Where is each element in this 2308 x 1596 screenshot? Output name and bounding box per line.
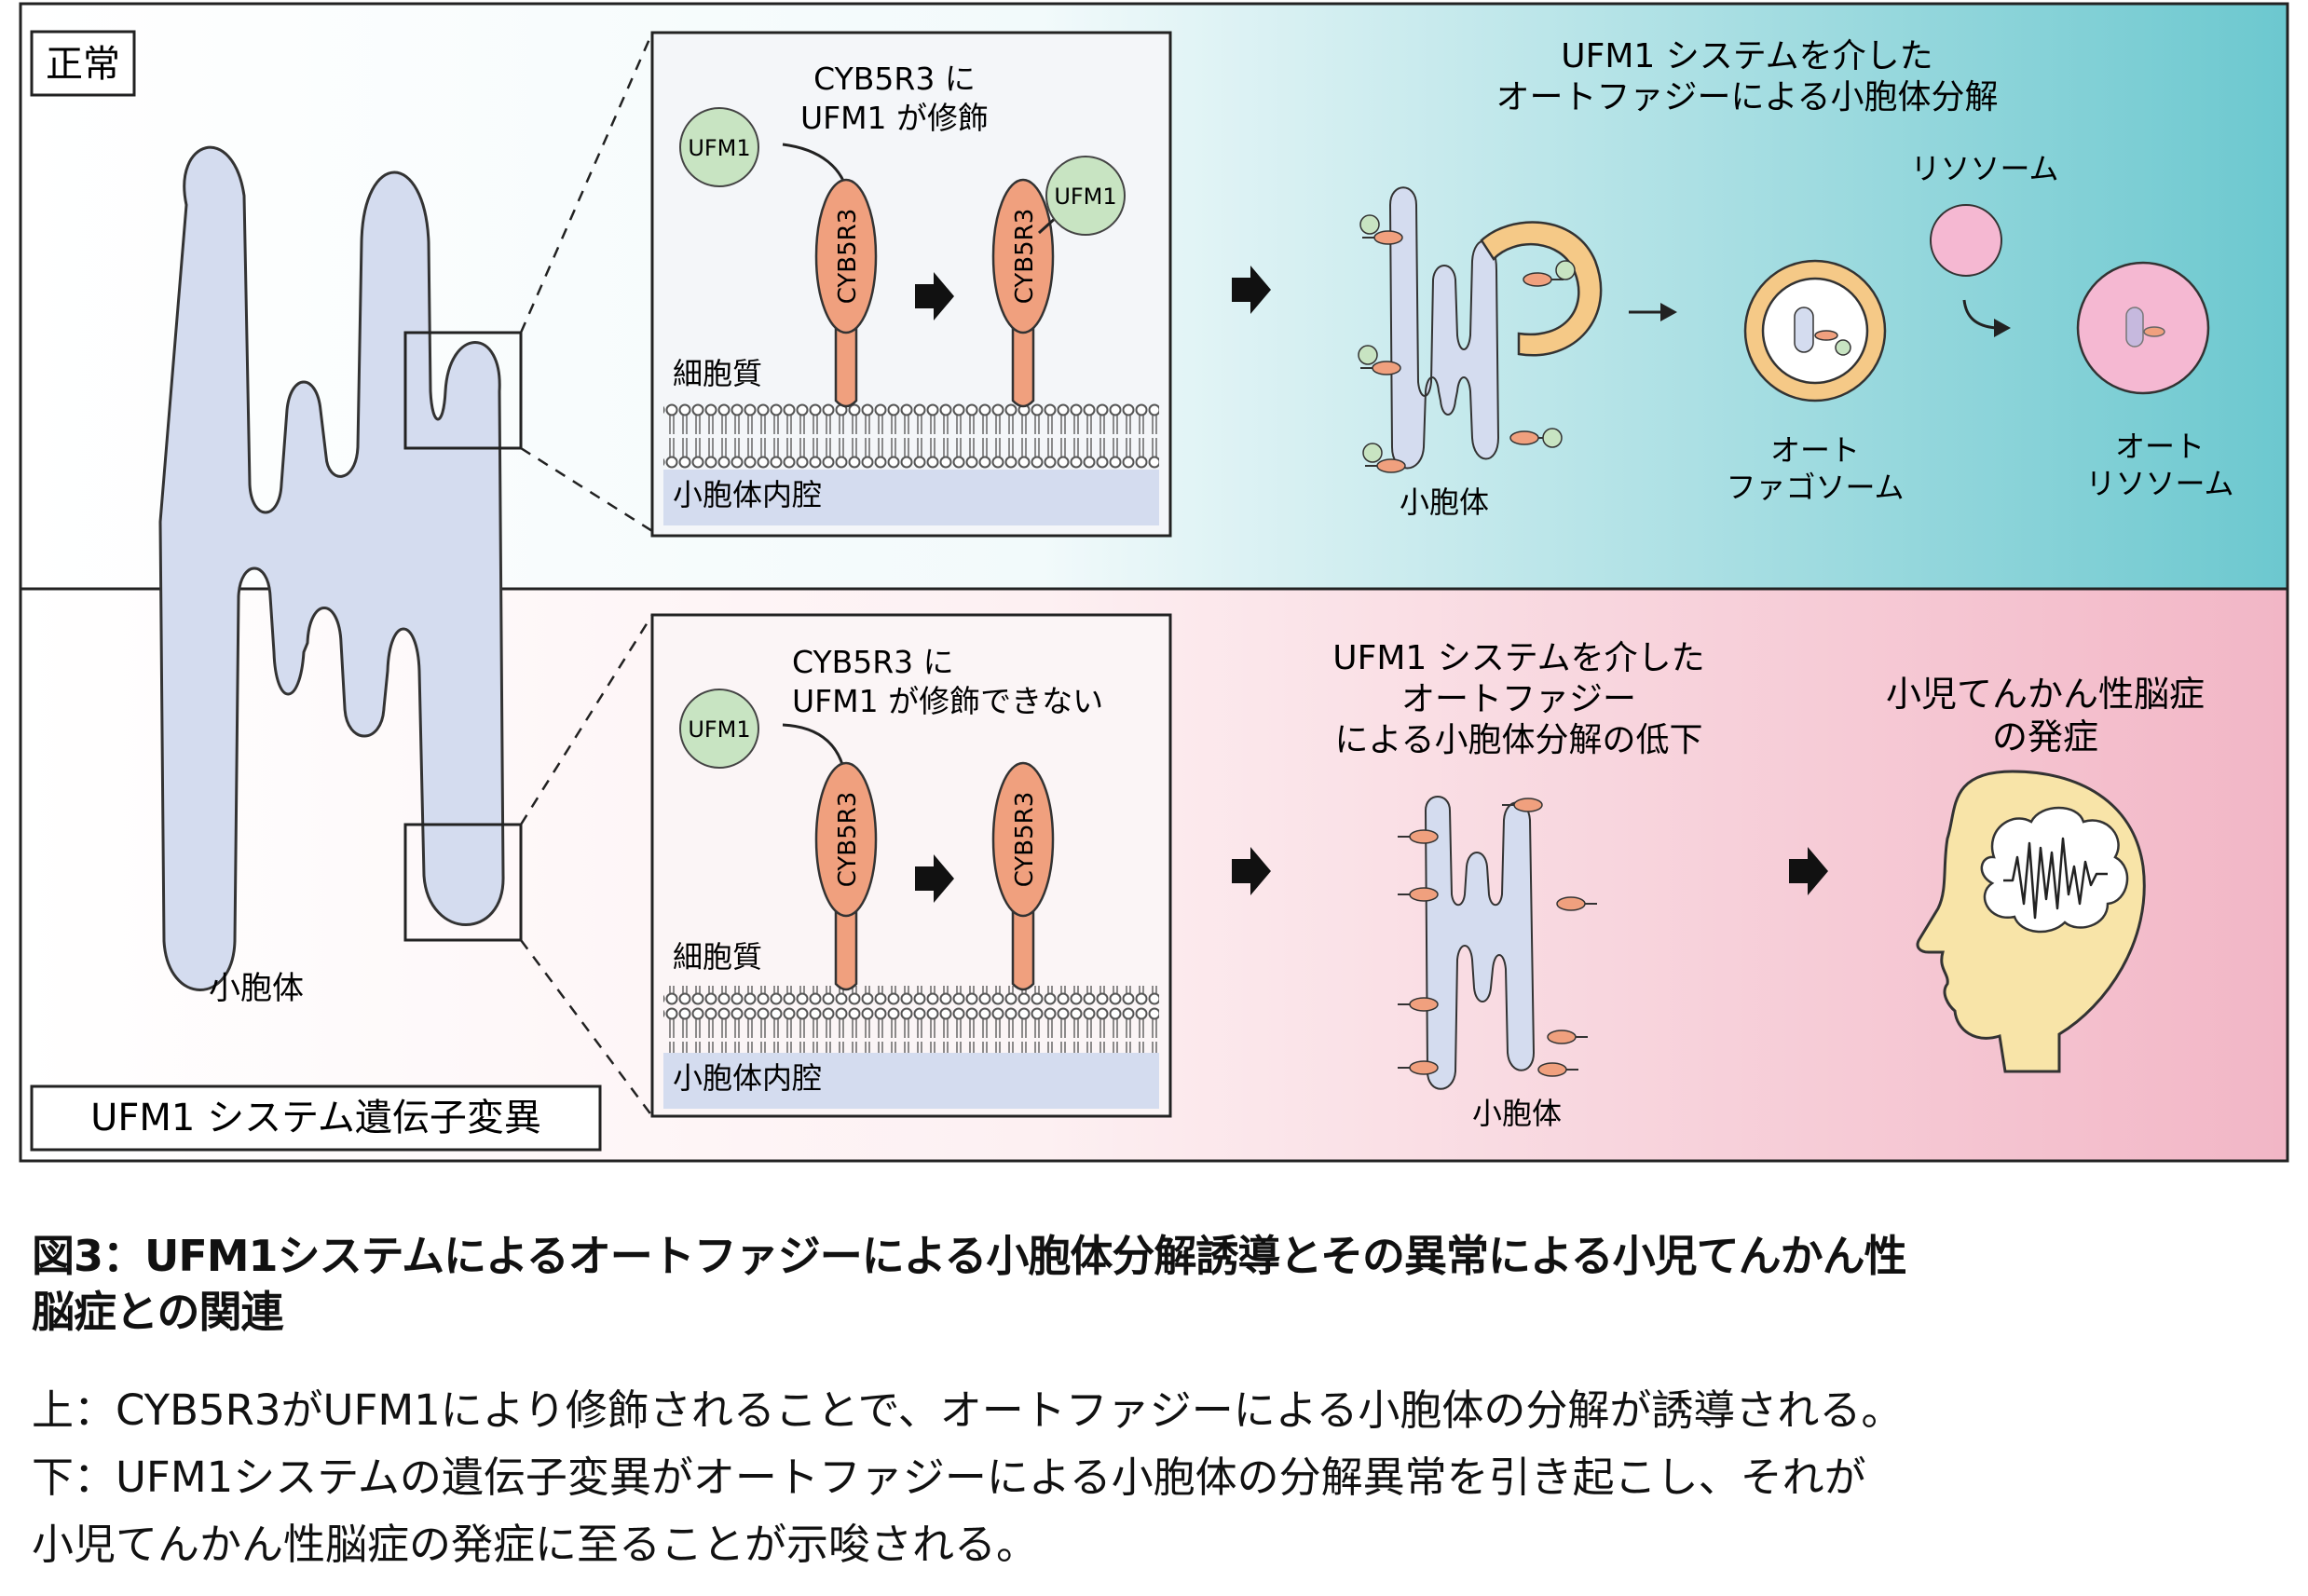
ufm1-label: UFM1	[1054, 184, 1116, 210]
autophagosome-label: ファゴソーム	[1726, 470, 1904, 505]
eeg-trace-icon	[2003, 837, 2108, 920]
caption-title-line: 脳症との関連	[32, 1287, 284, 1337]
inset-caption-line: UFM1 が修飾できない	[792, 683, 1103, 719]
inset-caption-line: CYB5R3 に	[813, 61, 976, 97]
phagophore	[1480, 221, 1603, 357]
mutation-tag: UFM1 システム遺伝子変異	[90, 1097, 541, 1139]
cyb5r3-label: CYB5R3	[834, 792, 862, 888]
normal-tag-box	[30, 30, 136, 97]
step-arrow	[915, 854, 954, 903]
caption-body-line: 小児てんかん性脳症の発症に至ることが示唆される。	[32, 1520, 1039, 1569]
process-title-line: UFM1 システムを介した	[1561, 37, 1932, 75]
disease-line: の発症	[1992, 716, 2098, 757]
ufm1-label: UFM1	[688, 716, 750, 743]
normal-tag: 正常	[46, 43, 120, 86]
ufm1-label: UFM1	[688, 135, 750, 161]
autolysosome-label: リソソーム	[2085, 466, 2233, 501]
lumen-label: 小胞体内腔	[673, 477, 822, 512]
autophagosome-label: オート	[1770, 432, 1860, 468]
step-arrow	[915, 272, 954, 321]
top-inset: 細胞質 小胞体内腔 CYB5R3 に UFM1 が修飾 UFM1 CYB5R3 …	[650, 31, 1172, 538]
disease-line: 小児てんかん性脳症	[1886, 674, 2205, 715]
zoom-line	[519, 32, 654, 334]
step-arrow	[1232, 847, 1271, 895]
membrane	[663, 402, 1159, 470]
step-arrow	[1789, 847, 1828, 895]
figure-caption-body: 上：CYB5R3がUFM1により修飾されることで、オートファジーによる小胞体の分…	[32, 1377, 2277, 1578]
lysosome	[1930, 204, 2002, 277]
step-arrow	[1232, 266, 1271, 314]
cytoplasm-label: 細胞質	[673, 356, 762, 391]
ufm1-circle	[1045, 156, 1126, 236]
process-title-line: オートファジー	[1401, 680, 1636, 718]
lumen-band	[663, 1053, 1159, 1109]
lumen-band	[663, 470, 1159, 525]
er-label: 小胞体	[1400, 484, 1489, 520]
lumen-label: 小胞体内腔	[673, 1060, 822, 1096]
bottom-inset: 細胞質 小胞体内腔 CYB5R3 に UFM1 が修飾できない UFM1 CYB…	[650, 613, 1172, 1118]
zoom-box-bottom	[403, 823, 523, 942]
autolysosome-label: オート	[2115, 429, 2205, 464]
er-small-shape	[1388, 186, 1500, 470]
er-large-shape	[158, 145, 505, 991]
mutation-tag-box	[30, 1084, 602, 1152]
zoom-line	[520, 446, 653, 533]
cyb5r3-label: CYB5R3	[1011, 792, 1039, 888]
cyb5r3-label: CYB5R3	[1011, 209, 1039, 305]
er-small-shape	[1424, 796, 1536, 1090]
zoom-line	[519, 939, 654, 1117]
inset-caption-line: CYB5R3 に	[792, 644, 954, 680]
process-title-line: オートファジーによる小胞体分解	[1496, 78, 1999, 116]
zoom-box-top	[403, 331, 523, 450]
figure-frame	[19, 2, 2289, 1163]
caption-body-line: 上：CYB5R3がUFM1により修飾されることで、オートファジーによる小胞体の分…	[32, 1385, 1904, 1435]
er-label: 小胞体	[1472, 1096, 1562, 1131]
lysosome-label: リソソーム	[1910, 151, 2058, 186]
er-large-label: 小胞体	[209, 970, 304, 1007]
process-title-line: による小胞体分解の低下	[1335, 721, 1703, 759]
cytoplasm-label: 細胞質	[673, 939, 762, 975]
ufm1-circle	[679, 107, 759, 187]
thin-arrow	[1962, 299, 1997, 330]
caption-body-line: 下：UFM1システムの遺伝子変異がオートファジーによる小胞体の分解異常を引き起こ…	[32, 1453, 1866, 1502]
caption-title-line: 図3：UFM1システムによるオートファジーによる小胞体分解誘導とその異常による小…	[32, 1231, 1907, 1281]
process-title-line: UFM1 システムを介した	[1332, 639, 1704, 677]
zoom-line	[519, 614, 654, 825]
membrane	[663, 986, 1159, 1053]
ufm1-circle	[679, 689, 759, 769]
figure-caption-title: 図3：UFM1システムによるオートファジーによる小胞体分解誘導とその異常による小…	[32, 1228, 2277, 1340]
inset-caption-line: UFM1 が修飾	[800, 100, 989, 136]
cyb5r3-label: CYB5R3	[834, 209, 862, 305]
